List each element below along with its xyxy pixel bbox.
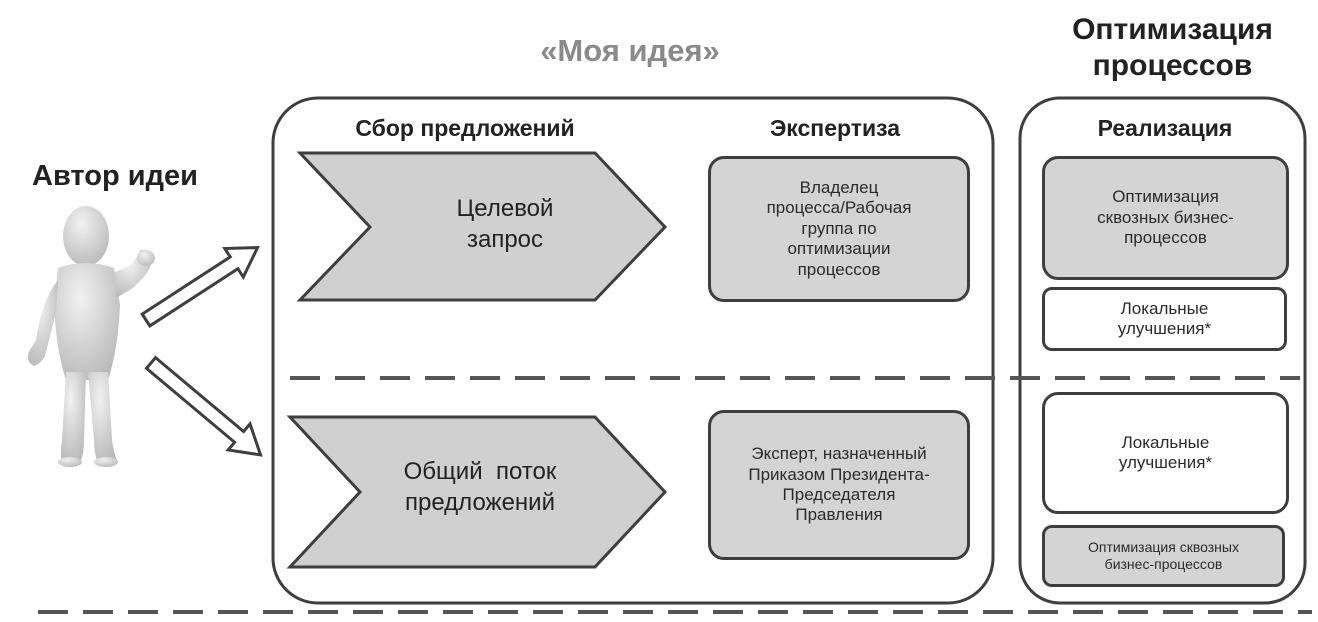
targeted-request-label: Целевой запрос bbox=[456, 195, 554, 254]
implementation-box-top-main: Оптимизация сквозных бизнес- процессов bbox=[1042, 156, 1289, 280]
idea-program-frame bbox=[271, 96, 995, 605]
implementation-box-bottom-secondary: Оптимизация сквозных бизнес-процессов bbox=[1042, 525, 1285, 587]
implementation-box-top-secondary: Локальные улучшения* bbox=[1042, 287, 1287, 351]
author-figure-icon bbox=[27, 206, 155, 467]
implementation-text-bottom-secondary: Оптимизация сквозных бизнес-процессов bbox=[1088, 539, 1239, 572]
column-header-expertise: Экспертиза bbox=[769, 115, 901, 141]
implementation-text-top-main: Оптимизация сквозных бизнес- процессов bbox=[1097, 187, 1234, 248]
implementation-box-bottom-main: Локальные улучшения* bbox=[1042, 392, 1289, 514]
targeted-request-chevron bbox=[296, 151, 668, 302]
expertise-box-targeted: Владелец процесса/Рабочая группа по опти… bbox=[708, 156, 970, 302]
expertise-text-targeted: Владелец процесса/Рабочая группа по опти… bbox=[766, 178, 912, 279]
implementation-text-bottom-main: Локальные улучшения* bbox=[1118, 432, 1213, 472]
column-header-implementation: Реализация bbox=[1097, 115, 1233, 141]
implementation-text-top-secondary: Локальные улучшения* bbox=[1117, 298, 1212, 338]
arrow-to-general-flow-icon bbox=[144, 355, 263, 457]
expertise-text-general: Эксперт, назначенный Приказом Президента… bbox=[748, 444, 930, 525]
general-flow-chevron bbox=[286, 415, 668, 569]
idea-program-title: «Моя идея» bbox=[540, 33, 720, 68]
optimization-title: Оптимизация процессов bbox=[1072, 13, 1273, 82]
general-flow-label: Общий поток предложений bbox=[403, 458, 557, 517]
optimization-frame bbox=[1018, 96, 1307, 605]
expertise-box-general: Эксперт, назначенный Приказом Президента… bbox=[708, 410, 970, 560]
arrow-to-targeted-request-icon bbox=[140, 245, 260, 328]
author-label: Автор идеи bbox=[32, 160, 198, 192]
column-header-collection: Сбор предложений bbox=[355, 115, 575, 141]
